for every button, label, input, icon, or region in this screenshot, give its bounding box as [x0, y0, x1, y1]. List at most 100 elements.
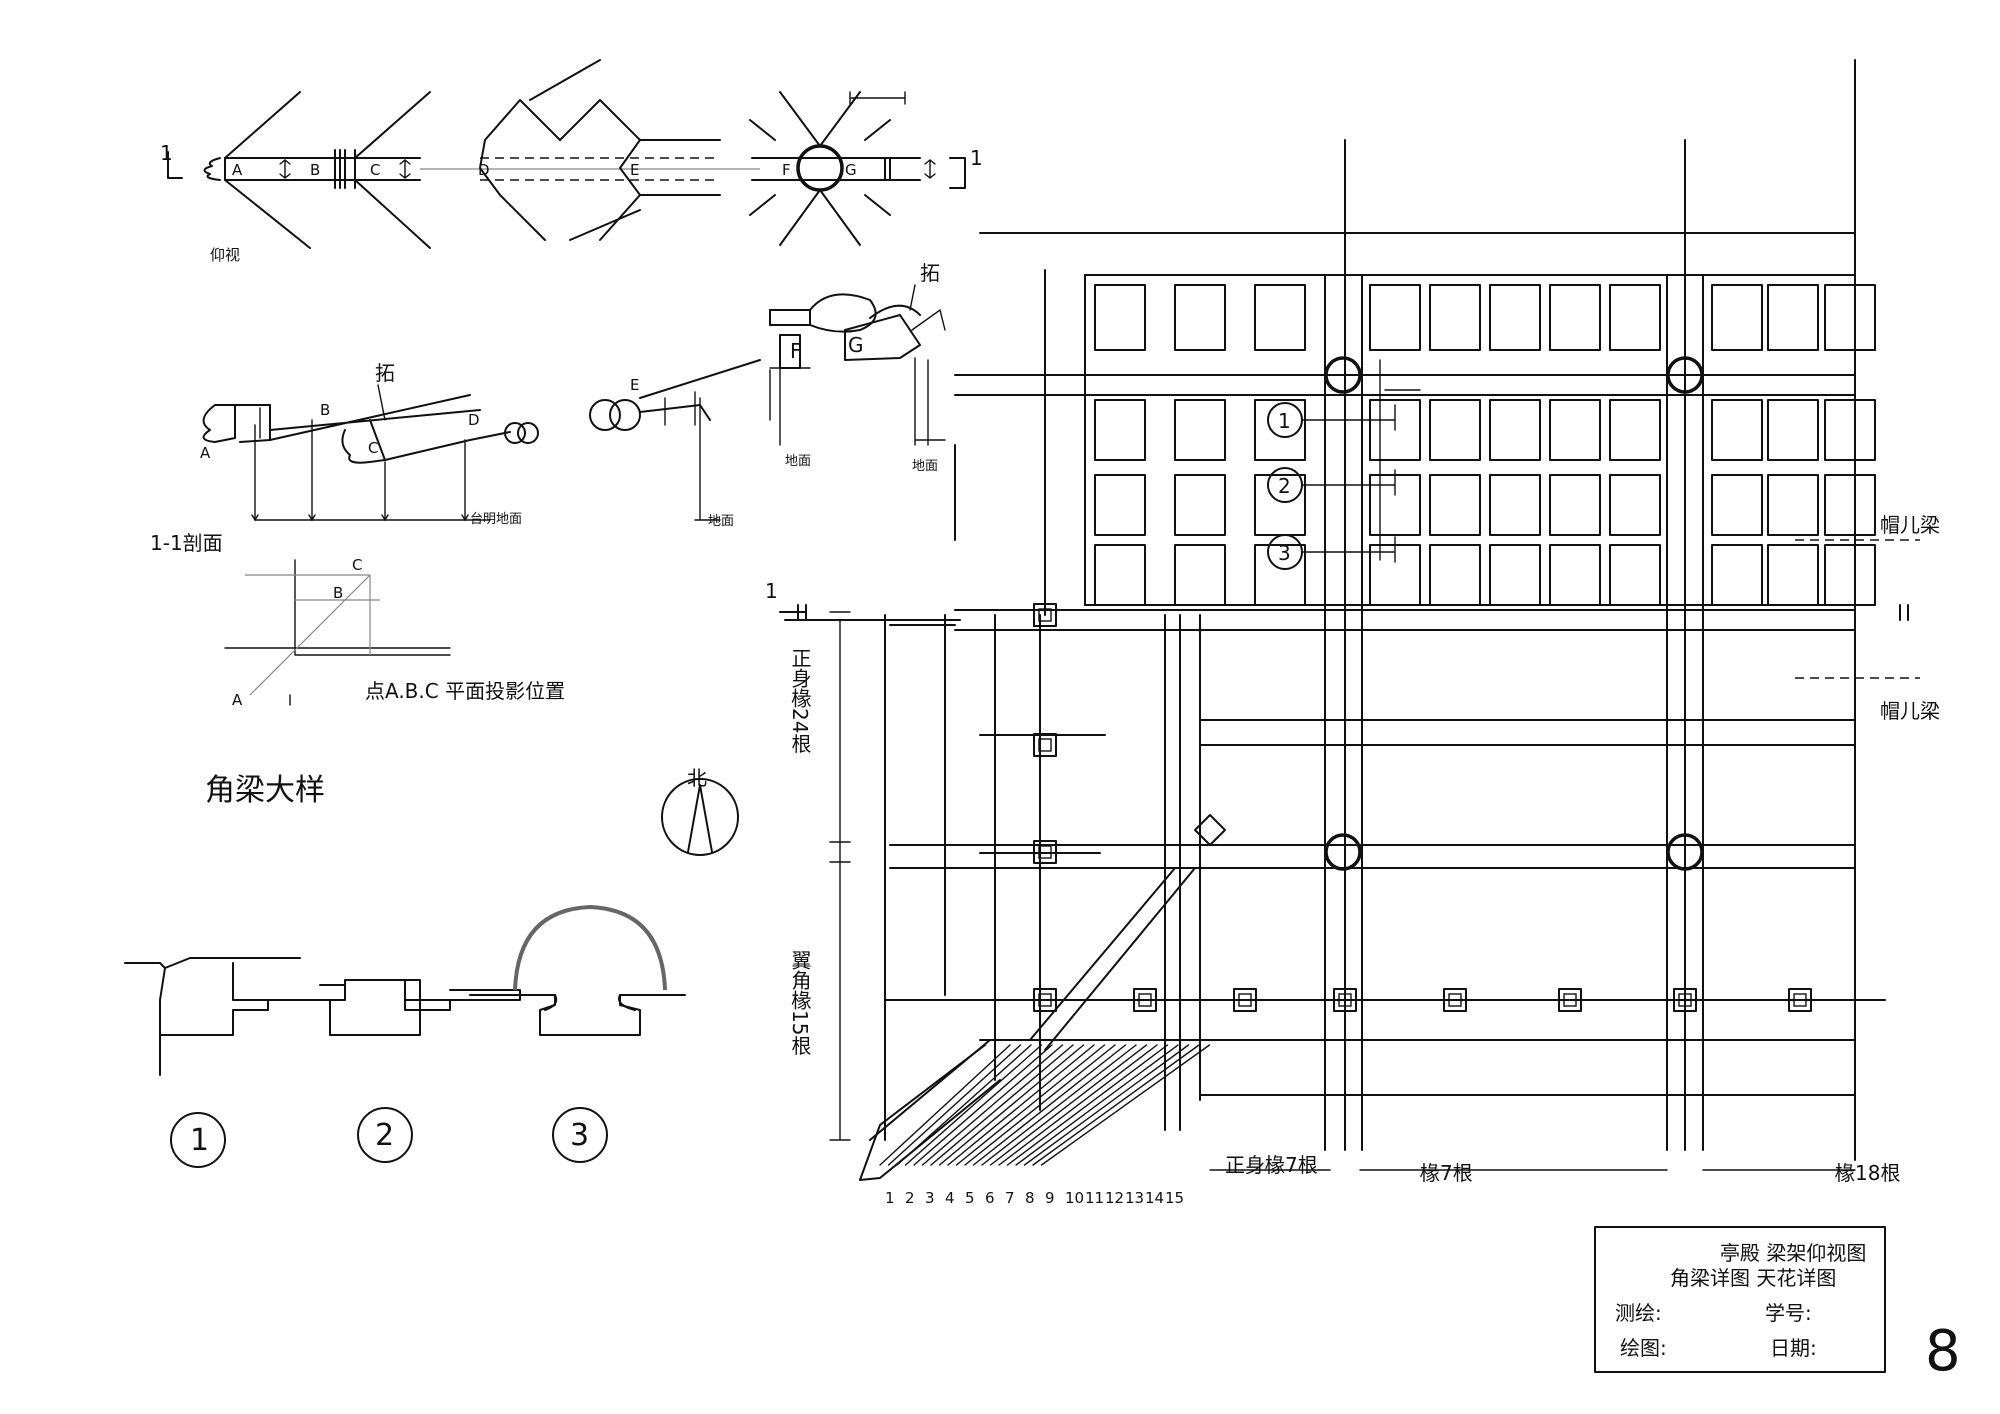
- ceiling-panel: [1711, 284, 1763, 351]
- rafter-line: [964, 1044, 1116, 1166]
- rafter-line: [879, 1044, 1011, 1166]
- page-number: 8: [1925, 1319, 1961, 1384]
- ceiling-panel: [1254, 284, 1306, 351]
- column-marker: [1673, 988, 1697, 1012]
- rafter-line: [1006, 1044, 1169, 1166]
- column-marker: [1033, 733, 1057, 757]
- ceiling-profiles: 1 2 3: [124, 904, 686, 1168]
- rafter-number: 12: [1105, 1189, 1124, 1207]
- title-line-2: 角梁详图 天花详图: [1670, 1266, 1836, 1290]
- ceiling-panel: [1094, 284, 1146, 351]
- rafter-line: [955, 1044, 1106, 1166]
- rafter-number: 11: [1085, 1189, 1104, 1207]
- rafter-line: [904, 1044, 1043, 1166]
- rafter-line: [998, 1044, 1158, 1166]
- rafter-vertical-label-2: 翼角椽15根: [788, 950, 812, 1055]
- section-point-C: C: [368, 439, 378, 457]
- ceiling-panel: [1824, 399, 1876, 461]
- callout-number-3: 3: [1278, 541, 1291, 565]
- grid-mark-left: 1: [765, 579, 778, 603]
- ceiling-panel: [1609, 474, 1661, 536]
- column-marker: [1133, 988, 1157, 1012]
- ceiling-panel: [1767, 399, 1819, 461]
- ground-label-3: 地面: [785, 454, 811, 469]
- column-marker: [1788, 988, 1812, 1012]
- north-arrow: 北: [661, 766, 739, 856]
- rafter-number: 7: [1005, 1189, 1015, 1207]
- ceiling-panel: [1549, 284, 1601, 351]
- rafter-line: [989, 1044, 1148, 1166]
- plan-label-G: G: [845, 161, 857, 179]
- rafter-number: 3: [925, 1189, 935, 1207]
- ceiling-panel: [1254, 399, 1306, 461]
- rafter-line: [938, 1044, 1085, 1166]
- section-point-A: A: [200, 444, 211, 462]
- projection-caption: 点A.B.C 平面投影位置: [365, 679, 565, 703]
- rafter-line: [930, 1044, 1074, 1166]
- rafter-number: 8: [1025, 1189, 1035, 1207]
- ground-label-2: 地面: [708, 514, 734, 529]
- ceiling-panel: [1767, 544, 1819, 606]
- ceiling-panel: [1429, 284, 1481, 351]
- title-line-1: 亭殿 梁架仰视图: [1720, 1241, 1866, 1265]
- ceiling-panel: [1174, 399, 1226, 461]
- rafter-number: 5: [965, 1189, 975, 1207]
- ceiling-panel: [1489, 284, 1541, 351]
- projection-point-A: A: [232, 691, 243, 709]
- rafter-line: [1023, 1044, 1190, 1166]
- plan-label-C: C: [370, 161, 380, 179]
- ceiling-panel: [1429, 399, 1481, 461]
- ceiling-panel: [1767, 284, 1819, 351]
- column-marker: [1033, 603, 1057, 627]
- beam-label-2: 帽儿梁: [1880, 699, 1940, 723]
- ceiling-panel: [1824, 284, 1876, 351]
- teacher-label: 学号:: [1765, 1301, 1812, 1325]
- ceiling-panel: [1094, 399, 1146, 461]
- profile-label-2: 2: [375, 1118, 394, 1153]
- plan-label-D: D: [478, 161, 490, 179]
- callout-label-2: 拓: [920, 261, 940, 285]
- ceiling-panel: [1711, 474, 1763, 536]
- section-1-1: A B C D 拓 台明地面 1-1剖面 E 地面 F G 拓 地面 地面: [150, 261, 956, 555]
- projection-point-B: B: [333, 584, 343, 602]
- north-label: 北: [687, 766, 707, 790]
- dimension-3: 椽18根: [1835, 1161, 1900, 1185]
- ceiling-panel: [1094, 544, 1146, 606]
- ceiling-panel: [1824, 474, 1876, 536]
- ceiling-panel: [1609, 544, 1661, 606]
- section-title: 1-1剖面: [150, 531, 223, 555]
- ground-label-1: 台明地面: [470, 512, 522, 527]
- section-mark-left: 1: [160, 141, 173, 165]
- rafter-line: [947, 1044, 1095, 1166]
- section-point-D: D: [468, 411, 480, 429]
- plan-label-F: F: [782, 161, 791, 179]
- rafter-number: 9: [1045, 1189, 1055, 1207]
- ceiling-panel: [1549, 544, 1601, 606]
- ceiling-panel: [1369, 284, 1421, 351]
- column-markers: [1033, 603, 1812, 1012]
- drawn-label: 绘图:: [1620, 1336, 1667, 1360]
- projection-point-C: C: [352, 556, 362, 574]
- plan-label-B: B: [310, 161, 320, 179]
- rafter-number: 15: [1165, 1189, 1184, 1207]
- rafter-line: [972, 1044, 1127, 1166]
- section-point-B: B: [320, 401, 330, 419]
- ceiling-panel: [1254, 544, 1306, 606]
- ceiling-panel: [1711, 544, 1763, 606]
- ceiling-panel: [1174, 284, 1226, 351]
- surveyed-label: 测绘:: [1615, 1301, 1662, 1325]
- profile-label-3: 3: [570, 1118, 589, 1153]
- rafter-number: 14: [1145, 1189, 1164, 1207]
- callout-number-2: 2: [1278, 474, 1291, 498]
- rafter-vertical-label-1: 正身椽24根: [788, 648, 812, 753]
- corner-beam-plan-detail-middle: D E: [478, 59, 721, 241]
- ceiling-panel: [1429, 544, 1481, 606]
- date-label: 日期:: [1770, 1336, 1817, 1360]
- column-marker: [1443, 988, 1467, 1012]
- section-point-E: E: [630, 376, 639, 394]
- rafter-number: 13: [1125, 1189, 1144, 1207]
- column-marker: [1033, 988, 1057, 1012]
- ceiling-panel: [1489, 544, 1541, 606]
- rafter-number: 6: [985, 1189, 995, 1207]
